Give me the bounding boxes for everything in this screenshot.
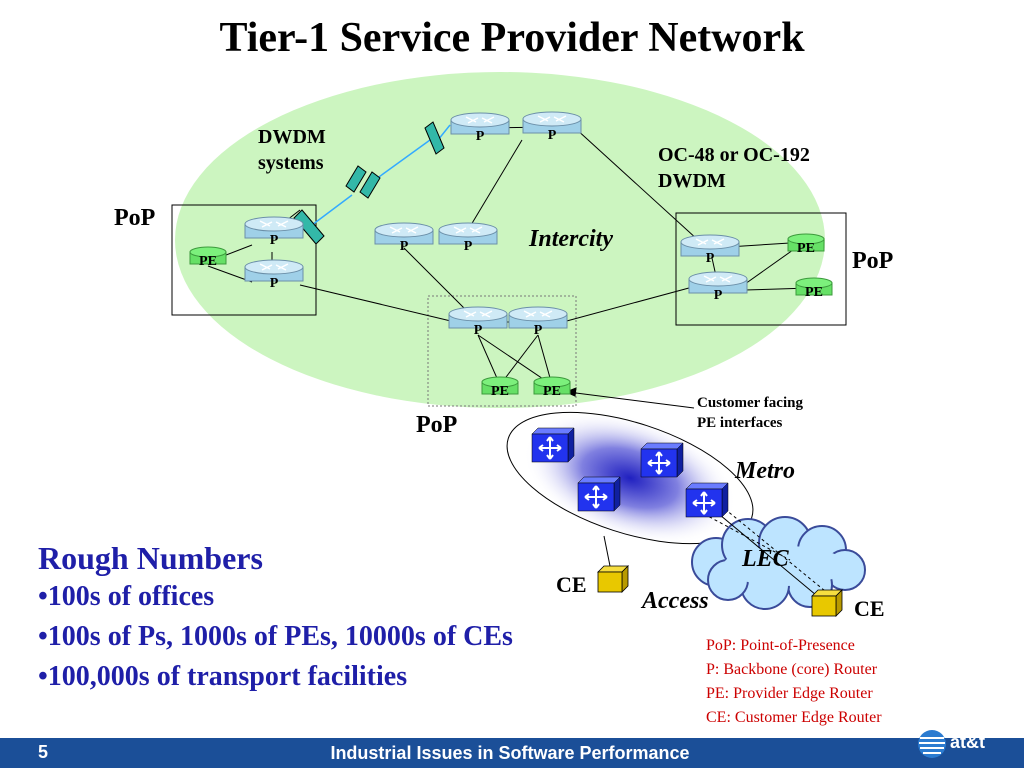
router-p-right-2: P <box>688 271 748 303</box>
metro-switches <box>531 427 729 518</box>
ce-box-left <box>597 565 629 593</box>
legend-p: P: Backbone (core) Router <box>706 661 878 678</box>
router-pe-label: PE <box>543 384 561 399</box>
router-p-left-1: P <box>244 216 304 248</box>
pop-box-bottom <box>427 295 577 407</box>
pop-box-right <box>675 212 847 326</box>
router-pe-left: PE <box>189 246 227 269</box>
router-pe-label: PE <box>199 254 217 269</box>
dwdm-label-line2: systems <box>258 152 324 174</box>
pop-label-left: PoP <box>114 205 156 231</box>
legend-pe: PE: Provider Edge Router <box>706 685 873 702</box>
router-p-bottom-1: P <box>448 306 508 338</box>
rough-numbers-heading: Rough Numbers <box>38 540 263 576</box>
router-pe-label: PE <box>491 384 509 399</box>
page-number: 5 <box>38 742 49 762</box>
customer-facing-line1: Customer facing <box>697 395 803 411</box>
pop-label-bottom: PoP <box>416 412 458 438</box>
router-p-label: P <box>476 129 485 144</box>
pop-box-left <box>171 204 317 316</box>
metro-switch-2 <box>640 442 684 478</box>
metro-switch-3 <box>577 476 621 512</box>
router-p-label: P <box>548 128 557 143</box>
dwdm-systems-label: DWDM systems <box>258 124 326 176</box>
router-p-bottom-2: P <box>508 306 568 338</box>
router-p-right-1: P <box>680 234 740 266</box>
router-pe-bottom-1: PE <box>481 376 519 399</box>
metro-ring <box>506 411 754 545</box>
router-p-left-2: P <box>244 259 304 291</box>
att-logo: at&t <box>916 728 1006 760</box>
pop-label-right: PoP <box>852 248 894 274</box>
access-links <box>603 509 823 601</box>
dwdm-label-line1: DWDM <box>258 126 326 148</box>
dwdm-devices <box>293 121 445 245</box>
rough-bullet-facilities: •100,000s of transport facilities <box>38 661 408 692</box>
router-p-label: P <box>270 276 279 291</box>
lec-label: LEC <box>742 546 789 572</box>
rough-numbers: Rough Numbers •100s of offices •100s of … <box>38 540 513 697</box>
metro-switch-4 <box>685 482 729 518</box>
access-label: Access <box>642 588 709 614</box>
ce-box-right <box>811 589 843 617</box>
router-p-label: P <box>464 239 473 254</box>
routers: P P P P P P P P P P PE PE PE PE PE <box>189 111 833 399</box>
router-p-label: P <box>400 239 409 254</box>
legend: PoP: Point-of-Presence P: Backbone (core… <box>706 634 882 730</box>
oc-label-line1: OC-48 or OC-192 <box>658 144 810 166</box>
metro-label: Metro <box>735 458 795 484</box>
legend-ce: CE: Customer Edge Router <box>706 709 882 726</box>
router-pe-bottom-2: PE <box>533 376 571 399</box>
rough-bullet-offices: •100s of offices <box>38 581 215 612</box>
router-p-label: P <box>270 233 279 248</box>
att-logo-text: at&t <box>950 732 985 752</box>
oc-label-line2: DWDM <box>658 170 726 192</box>
router-pe-right-1: PE <box>787 233 825 256</box>
router-pe-label: PE <box>805 285 823 300</box>
router-pe-right-2: PE <box>795 277 833 300</box>
backbone-links <box>207 126 811 386</box>
router-p-top-2: P <box>522 111 582 143</box>
ce-label-left: CE <box>556 572 587 597</box>
ce-label-right: CE <box>854 596 885 621</box>
router-p-label: P <box>706 251 715 266</box>
router-pe-label: PE <box>797 241 815 256</box>
metro-switch-1 <box>531 427 575 463</box>
footer-text: Industrial Issues in Software Performanc… <box>330 743 690 763</box>
router-p-mid-2: P <box>438 222 498 254</box>
customer-facing-label: Customer facing PE interfaces <box>697 393 803 433</box>
intercity-label: Intercity <box>529 226 613 252</box>
ce-boxes <box>597 565 843 617</box>
legend-pop: PoP: Point-of-Presence <box>706 637 855 654</box>
oc-label: OC-48 or OC-192 DWDM <box>658 142 810 194</box>
customer-facing-line2: PE interfaces <box>697 415 783 431</box>
router-p-top-1: P <box>450 112 510 144</box>
router-p-label: P <box>714 288 723 303</box>
rough-bullet-routers: •100s of Ps, 1000s of PEs, 10000s of CEs <box>38 621 513 652</box>
router-p-label: P <box>534 323 543 338</box>
router-p-label: P <box>474 323 483 338</box>
att-globe-icon <box>918 730 946 758</box>
backbone-region <box>175 72 825 408</box>
footer-bar: 5 Industrial Issues in Software Performa… <box>0 738 1024 768</box>
slide-title: Tier-1 Service Provider Network <box>219 15 805 61</box>
router-p-mid-1: P <box>374 222 434 254</box>
